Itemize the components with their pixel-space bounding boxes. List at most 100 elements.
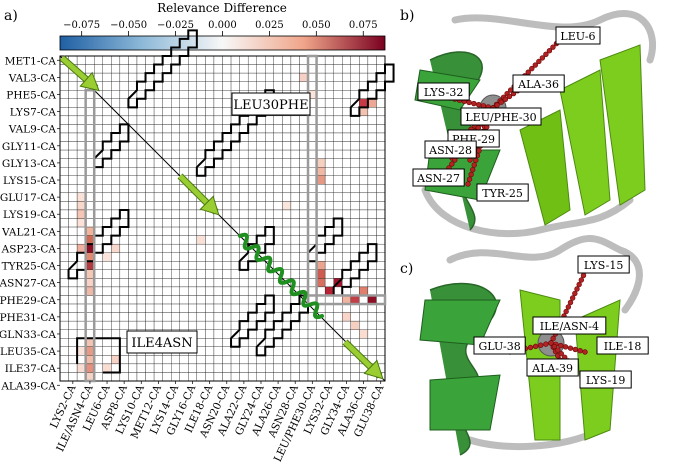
heatmap-cell [367,55,377,65]
heatmap-cell [239,64,249,74]
heatmap-cell [290,320,300,330]
heatmap-cell [290,269,300,279]
heatmap-cell [153,132,163,142]
heatmap-cell [162,252,172,262]
heatmap-cell [59,158,69,168]
heatmap-cell [376,175,386,185]
heatmap-cell [171,55,180,65]
heatmap-cell [273,64,283,74]
heatmap-cell [342,64,351,74]
heatmap-cell [196,286,206,296]
residue-labels-b: LEU-6ALA-36LYS-32LEU/PHE-30PHE-29ASN-28A… [412,26,601,202]
heatmap-cell [239,355,249,365]
heatmap-cell [171,72,180,82]
heatmap-cell [350,372,360,382]
heatmap-cell [282,72,292,82]
heatmap-cell [359,286,369,296]
heatmap-cell [162,278,172,288]
heatmap-cell [265,167,274,176]
heatmap-cell [153,158,163,168]
heatmap-cell [307,218,317,228]
heatmap-cell [145,98,155,108]
heatmap-cell [342,329,351,339]
heatmap-cell [153,175,163,185]
heatmap-cell [282,303,292,313]
heatmap-cell [188,141,198,151]
heatmap-cell [153,261,163,270]
heatmap-cell [290,261,300,270]
residue-label-text: ASN-28 [428,144,472,157]
heatmap-cell [247,226,257,236]
heatmap-cell [359,72,369,82]
heatmap-cell [179,303,189,313]
heatmap-cell [59,346,69,356]
heatmap-cell [145,235,155,245]
heatmap-cell [239,218,249,228]
heatmap-cell [222,252,232,262]
heatmap-cell [333,149,343,159]
heatmap-cell [350,286,360,296]
heatmap-cell [247,167,257,176]
heatmap-cell [136,278,146,288]
heatmap-cell [299,81,309,91]
heatmap-cell [333,167,343,176]
heatmap-cell [205,312,215,322]
heatmap-cell [68,90,78,99]
heatmap-cell [239,175,249,185]
heatmap-cell [333,226,343,236]
heatmap-cell [367,201,377,211]
heatmap-cell [239,81,249,91]
heatmap-cell [119,363,129,373]
heatmap-cell [307,132,317,142]
heatmap-cell [179,201,189,211]
heatmap-cell [299,261,309,270]
heatmap-cell [111,303,121,313]
heatmap-cell [307,72,317,82]
heatmap-cell [230,295,240,305]
heatmap-cell [273,218,283,228]
heatmap-cell [111,132,121,142]
heatmap-cell [316,149,326,159]
heatmap-cell [316,98,326,108]
heatmap-cell [239,209,249,219]
heatmap-cell [333,81,343,91]
heatmap-cell [333,355,343,365]
heatmap-cell [290,209,300,219]
heatmap-cell [367,158,377,168]
heatmap-cell [153,320,163,330]
heatmap-cell [188,81,198,91]
heatmap-cell [239,132,249,142]
heatmap-cell [265,363,274,373]
heatmap-cell [350,209,360,219]
heatmap-cell [273,192,283,202]
heatmap-cell [324,175,334,185]
heatmap-cell [213,320,223,330]
heatmap-cell [367,278,377,288]
heatmap-cell [350,226,360,236]
heatmap-cell [171,226,180,236]
heatmap-cell [145,201,155,211]
heatmap-cell [179,363,189,373]
colorbar-tick-label: −0.025 [157,20,194,31]
heatmap-cell [290,218,300,228]
annotation-leu30phe: LEU30PHE [231,92,311,116]
heatmap-cell [59,226,69,236]
heatmap-cell [222,286,232,296]
heatmap-cell [282,346,292,356]
heatmap-cell [324,192,334,202]
heatmap-cell [188,355,198,365]
heatmap-cell [145,167,155,176]
row-label: PHE29-CA [0,295,56,307]
heatmap-cell [162,55,172,65]
heatmap-cell [76,158,86,168]
heatmap-cell [162,81,172,91]
heatmap-cell [76,363,86,373]
residue-label: LEU/PHE-30 [460,107,542,126]
heatmap-cell [145,55,155,65]
heatmap-cell [171,141,180,151]
heatmap-cell [136,218,146,228]
heatmap-cell [85,167,95,176]
heatmap-cell [145,124,155,134]
heatmap-cell [222,346,232,356]
heatmap-cell [94,346,103,356]
